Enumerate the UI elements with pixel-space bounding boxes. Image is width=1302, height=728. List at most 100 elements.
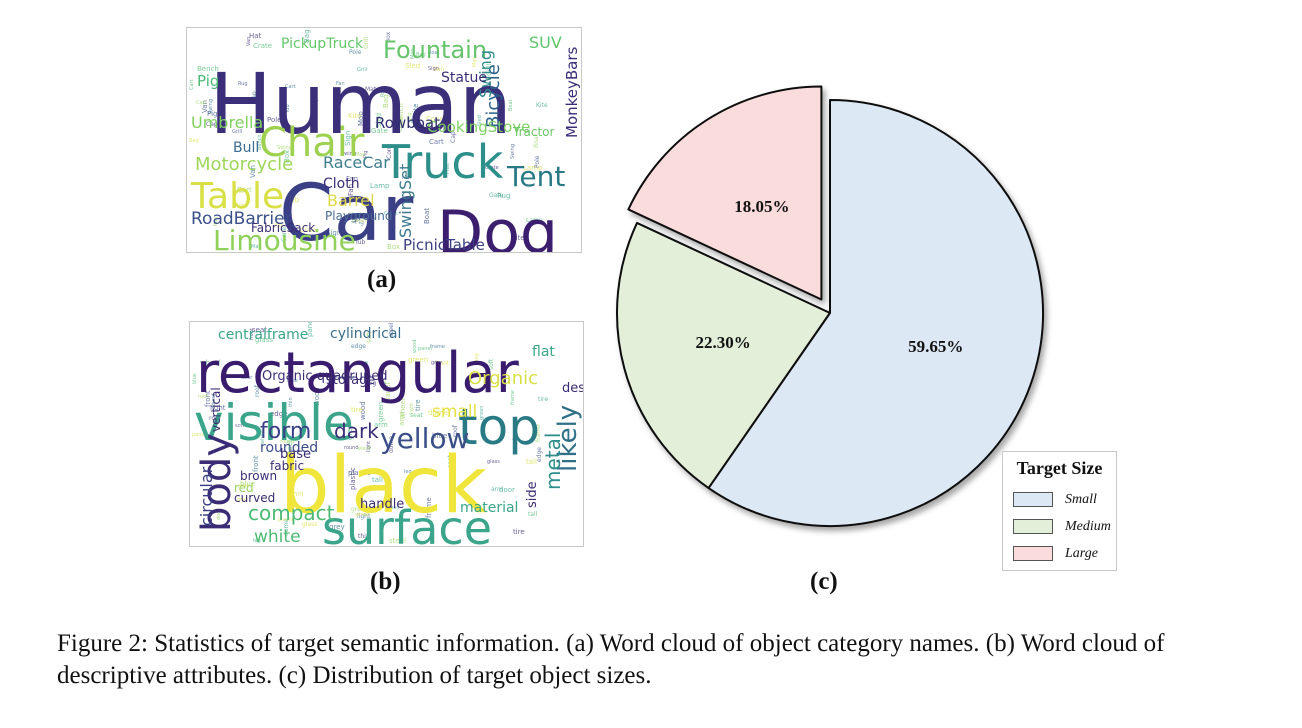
wordcloud-b-word: rectangular <box>196 341 520 406</box>
wordcloud-a-filler-word: Fan <box>275 223 284 229</box>
wordcloud-b-filler-word: tall <box>528 511 538 518</box>
wordcloud-b-filler-word: blue <box>287 378 298 384</box>
wordcloud-b-word: surface <box>322 501 492 546</box>
wordcloud-a-filler-word: Cone <box>386 143 393 159</box>
wordcloud-a-word: Chair <box>259 120 365 166</box>
wordcloud-b-filler-word: edge <box>536 447 543 462</box>
wordcloud-a-filler-word: Bag <box>382 94 390 108</box>
wordcloud-a-word: Statue <box>441 70 487 86</box>
wordcloud-a-filler-word: Sled <box>405 62 420 70</box>
wordcloud-a-filler-word: Sign <box>344 131 352 146</box>
wordcloud-a-filler-word: Sled <box>375 113 383 128</box>
wordcloud-a-filler-word: Swing <box>510 144 516 159</box>
wordcloud-a-filler-word: Crate <box>300 227 317 234</box>
wordcloud-b-word: rounded <box>260 440 318 456</box>
wordcloud-a-filler-word: Mat <box>402 175 411 181</box>
wordcloud-a-filler-word: Sign <box>428 66 439 72</box>
wordcloud-a-word: Dog <box>437 198 558 252</box>
legend-item-large: Large <box>1013 545 1113 563</box>
wordcloud-a-word: FabricSack <box>251 221 315 235</box>
wordcloud-a-filler-word: Cap <box>450 131 457 143</box>
wordcloud-b-filler-word: dome <box>283 519 290 536</box>
wordcloud-b-filler-word: light <box>409 403 415 414</box>
wordcloud-a-filler-word: Mop <box>357 111 365 126</box>
wordcloud-b-word: form <box>260 419 311 444</box>
wordcloud-a-filler-word: Kite <box>511 234 525 242</box>
pie-label-small: 59.65% <box>908 337 963 356</box>
wordcloud-b-filler-word: light <box>210 404 226 412</box>
wordcloud-b-filler-word: roof <box>209 415 222 422</box>
pie-label-large: 18.05% <box>734 197 789 216</box>
legend-swatch-small <box>1013 492 1053 507</box>
wordcloud-b-filler-word: dome <box>428 409 448 417</box>
legend-label-large: Large <box>1065 546 1098 561</box>
wordcloud-b-filler-word: wood <box>313 387 321 406</box>
wordcloud-b-filler-word: plastic <box>278 517 295 523</box>
wordcloud-b-filler-word: tire <box>414 399 422 411</box>
wordcloud-b-filler-word: green <box>351 506 369 513</box>
wordcloud-b-svg: lightgreywheelframefrontglasssoftroundle… <box>192 322 583 546</box>
wordcloud-b-word: centralframe <box>218 327 308 343</box>
pie-label-medium: 22.30% <box>695 333 750 352</box>
wordcloud-a-word: Rowboat <box>375 114 440 132</box>
wordcloud-b-filler-word: round <box>344 445 359 451</box>
wordcloud-b-filler-word: tire <box>538 396 548 403</box>
wordcloud-a-filler-word: Kite <box>536 102 548 109</box>
wordcloud-a-word: Umbrella <box>191 113 263 132</box>
wordcloud-b-word: likely <box>553 405 583 472</box>
wordcloud-a-filler-word: Bench <box>197 65 219 73</box>
wordcloud-b-filler-word: door <box>382 379 388 391</box>
wordcloud-b-filler-word: front <box>252 455 260 472</box>
panel-label-c: (c) <box>810 568 838 595</box>
wordcloud-b-filler-word: front <box>249 328 255 340</box>
wordcloud-b-filler-word: soft <box>366 331 373 343</box>
wordcloud-a-filler-word: Van <box>201 100 209 113</box>
wordcloud-b-filler-word: door <box>241 375 253 381</box>
wordcloud-b-word: fabric <box>270 459 304 473</box>
wordcloud-a-filler-word: Bench <box>257 134 263 150</box>
legend-label-small: Small <box>1065 492 1097 507</box>
wordcloud-b-filler-word: arm <box>491 486 503 493</box>
wordcloud-b-filler-word: arm <box>374 421 388 429</box>
wordcloud-b-filler-word: panel <box>306 322 314 337</box>
wordcloud-b-filler-word: glass <box>386 505 399 511</box>
legend-label-medium: Medium <box>1065 519 1111 534</box>
panel-label-a: (a) <box>367 266 397 293</box>
wordcloud-a-filler-word: Sign <box>326 229 341 237</box>
wordcloud-b-filler-word: thin <box>358 533 370 540</box>
pie-legend: Target Size Small Medium Large <box>1002 451 1117 571</box>
wordcloud-a-word: SwingSet <box>396 164 415 238</box>
wordcloud-b-word: cylindrical <box>330 326 401 342</box>
wordcloud-b-word: black <box>280 441 487 531</box>
wordcloud-a-filler-word: Boat <box>508 99 514 111</box>
wordcloud-b-filler-word: edge <box>270 410 288 418</box>
wordcloud-a-filler-word: Cart <box>285 84 296 90</box>
wordcloud-a-filler-word: Bench <box>397 103 405 125</box>
wordcloud-b-filler-word: glass <box>302 521 317 528</box>
wordcloud-b-filler-word: wheel <box>200 359 221 367</box>
wordcloud-a-filler-word: Mat <box>251 244 260 250</box>
wordcloud-b-filler-word: wheel <box>355 512 370 518</box>
wordcloud-a-filler-word: Sign <box>234 203 245 209</box>
wordcloud-a-word: Car <box>279 169 414 252</box>
wordcloud-a-word: PicnicTable <box>403 236 485 252</box>
legend-swatch-large <box>1013 546 1053 561</box>
wordcloud-a-filler-word: Bench <box>352 218 368 224</box>
wordcloud-a-filler-word: Tub <box>286 196 300 204</box>
wordcloud-b-filler-word: thin <box>288 397 294 407</box>
wordcloud-b-filler-word: plastic <box>348 469 371 477</box>
wordcloud-b-filler-word: blue <box>432 432 447 440</box>
wordcloud-b-filler-word: green <box>408 356 428 364</box>
wordcloud-a-filler-word: Bag <box>416 52 426 58</box>
wordcloud-b-word: compact <box>248 501 335 525</box>
wordcloud-a-word: Human <box>209 55 512 153</box>
wordcloud-a-filler-word: Boat <box>428 50 440 56</box>
legend-swatch-medium <box>1013 519 1053 534</box>
wordcloud-b-filler-word: leg <box>404 469 412 475</box>
wordcloud-b-filler-word: grey <box>346 424 354 440</box>
wordcloud-a-word: Pig <box>197 72 219 90</box>
wordcloud-b-word: dark <box>334 419 379 443</box>
wordcloud-b-filler-word: grey <box>329 523 345 531</box>
